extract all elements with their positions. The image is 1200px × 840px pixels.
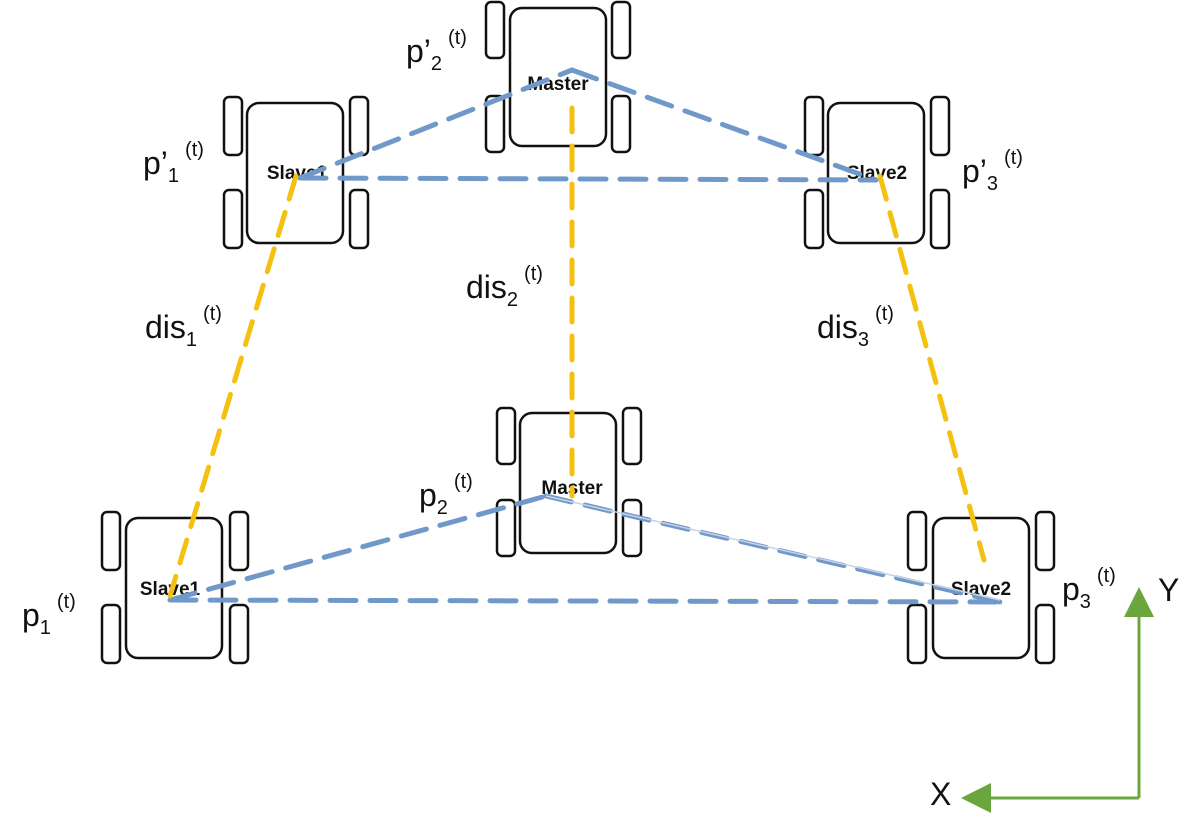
distance-line-3	[877, 173, 987, 563]
label-dis3: dis3(t)	[817, 303, 894, 351]
target-edge-master-slave2	[569, 67, 879, 183]
x-axis-label: X	[930, 776, 952, 812]
label-dis1: dis1(t)	[145, 303, 222, 351]
label-p1: p1(t)	[22, 591, 76, 639]
coordinate-axes	[961, 587, 1154, 813]
target-formation-lines	[297, 67, 879, 183]
thin-guide-line	[545, 495, 1001, 601]
robot-slave1-target: Slave1	[222, 95, 370, 250]
target-edge-slave1-master	[297, 67, 575, 181]
y-axis-label: Y	[1158, 572, 1180, 608]
current-edge-slave1-master	[167, 493, 549, 603]
label-p2: p2(t)	[419, 471, 473, 519]
distance-line-1	[167, 173, 299, 599]
label-p1-prime: p’1(t)	[143, 139, 204, 187]
label-dis2: dis2(t)	[466, 263, 543, 311]
distance-lines	[167, 105, 987, 599]
current-edge-slave1-slave2	[167, 597, 1003, 605]
label-p3-prime: p’3(t)	[962, 147, 1023, 195]
label-p3: p3(t)	[1062, 565, 1116, 613]
target-edge-slave1-slave2	[297, 175, 879, 183]
label-p2-prime: p’2(t)	[406, 27, 467, 75]
robot-label: Slave2	[951, 579, 1011, 600]
robot-slave2-target: Slave2	[803, 95, 951, 250]
robot-master-target: Master	[484, 0, 632, 154]
robot-label: Slave1	[267, 163, 328, 184]
robot-slave2-current: Slave2	[906, 510, 1056, 665]
robot-master-current: Master	[495, 406, 643, 558]
